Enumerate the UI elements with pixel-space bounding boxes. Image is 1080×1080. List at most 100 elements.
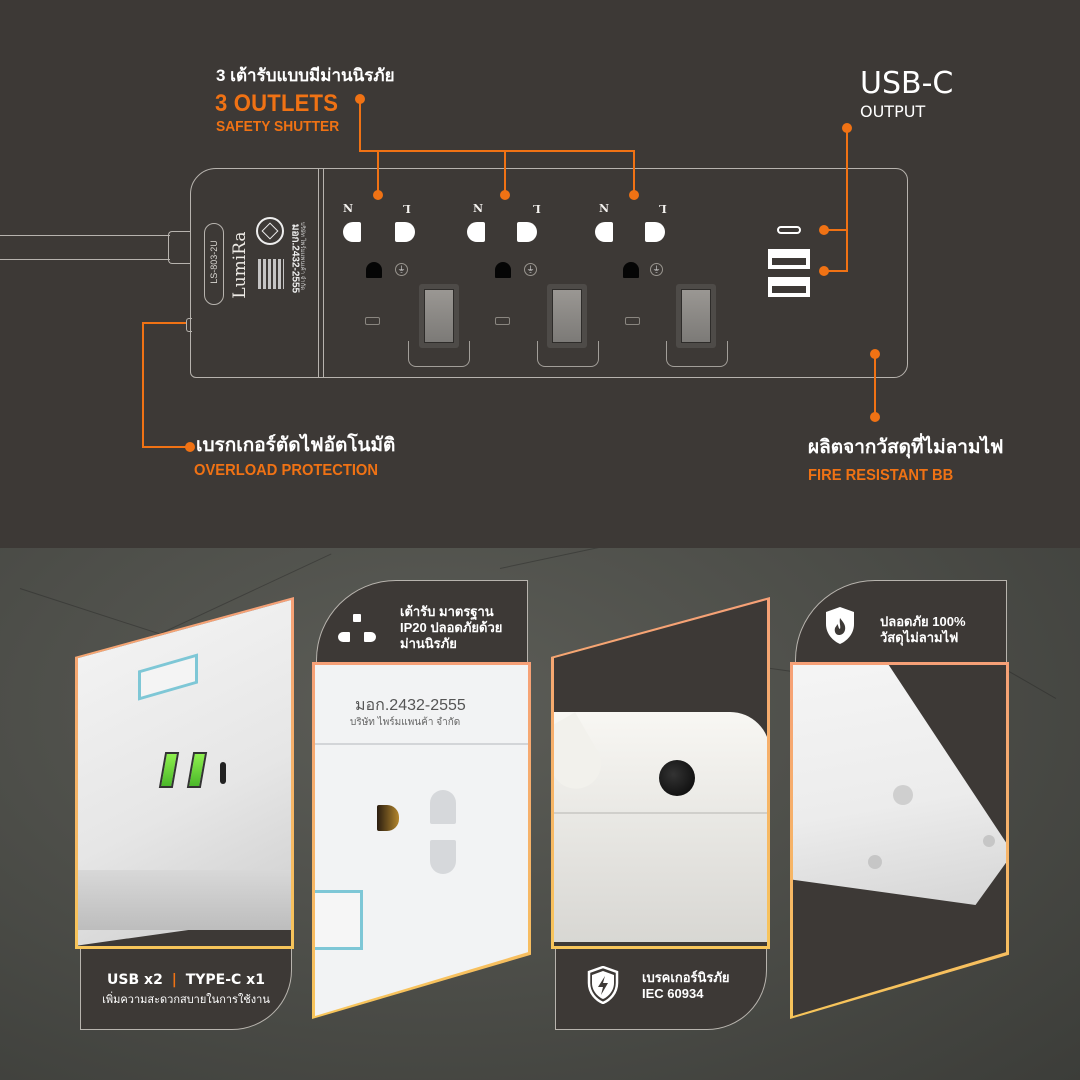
ground-symbol-icon: ⏚ (524, 263, 537, 276)
neutral-label: N (473, 202, 484, 215)
power-strip-outline (190, 168, 908, 378)
model-badge (204, 223, 224, 305)
ground-hole-icon (623, 262, 639, 278)
callout-line (142, 322, 144, 448)
usb-a-port-1-icon (768, 249, 810, 269)
model-text: LS-803-2U (209, 240, 219, 284)
top-feature-diagram: LS-803-2U LumiRa มอก.2432-2555 บริษัท ไพ… (0, 66, 1004, 484)
callout-dot (185, 442, 195, 452)
switch-3[interactable] (676, 284, 716, 348)
usb-c-port-icon (777, 226, 801, 234)
cord-collar (168, 231, 190, 264)
usb-caption-thai: เพิ่มความสะดวกสบายในการใช้งาน (102, 994, 270, 1006)
panel-4-photo-frame (790, 662, 1009, 1019)
panel-1-photo-frame (75, 597, 294, 949)
neutral-label: N (343, 202, 354, 215)
ground-hole-icon (366, 262, 382, 278)
usb-c-title: USB-C (860, 66, 954, 101)
panel-3-photo-frame (551, 597, 770, 949)
end-cap-labels: LS-803-2U LumiRa มอก.2432-2555 บริษัท ไพ… (198, 215, 308, 325)
breaker-nub (186, 318, 192, 332)
switch-1-tray (408, 341, 470, 367)
callout-dot (500, 190, 510, 200)
caption-line: ม่านนิรภัย (400, 636, 457, 651)
neutral-pin-icon (343, 222, 361, 242)
screw-hole-icon (983, 835, 995, 847)
socket-ground-hole-icon (377, 805, 399, 831)
outlets-thai-title: 3 เต้ารับแบบมีม่านนิรภัย (216, 66, 395, 85)
outlets-subtitle: SAFETY SHUTTER (216, 118, 340, 135)
outlet-1: N L ⏚ (335, 200, 465, 370)
company-text: บริษัท ไพร์มแพนเค้า จำกัด (299, 221, 305, 291)
switch-1[interactable] (419, 284, 459, 348)
photo-standard-text: มอก.2432-2555 (355, 697, 466, 714)
outlet-icon (338, 614, 378, 648)
switch-3-tray (666, 341, 728, 367)
usb-a-port-2-icon (768, 277, 810, 297)
callout-line (377, 150, 379, 195)
switch-2-tray (537, 341, 599, 367)
live-pin-icon (395, 222, 415, 242)
panel-4-caption: ปลอดภัย 100% วัสดุไม่ลามไฟ (880, 614, 966, 646)
panel-3-caption: เบรคเกอร์นิรภัย IEC 60934 (642, 970, 730, 1002)
socket-bottom-hole-icon (430, 840, 456, 874)
ground-hole-icon (495, 262, 511, 278)
indicator-led (625, 317, 640, 325)
ground-symbol-icon: ⏚ (395, 263, 408, 276)
callout-line (142, 446, 188, 448)
switch-edge-photo (315, 890, 363, 950)
tis-certification-icon (256, 217, 284, 245)
caption-line: เบรคเกอร์นิรภัย (642, 970, 730, 985)
outlet-2: N L ⏚ (465, 200, 595, 370)
usb-count: USB x2 (107, 972, 163, 988)
caption-line: IP20 ปลอดภัยด้วย (400, 620, 503, 635)
caption-separator: | (171, 972, 177, 988)
caption-line: วัสดุไม่ลามไฟ (880, 630, 959, 645)
callout-line (359, 99, 361, 151)
fire-subtitle: FIRE RESISTANT BB (808, 467, 954, 484)
live-label: L (659, 202, 667, 215)
callout-line (846, 128, 848, 271)
neutral-label: N (599, 202, 610, 215)
neutral-pin-icon (467, 222, 485, 242)
callout-dot (373, 190, 383, 200)
callout-line (359, 150, 379, 152)
usb-c-port-photo-icon (220, 762, 226, 784)
callout-line (874, 354, 876, 416)
shield-flame-icon (824, 606, 856, 646)
live-pin-icon (645, 222, 665, 242)
socket-top-hole-icon (430, 790, 456, 824)
panel-2-caption-card (316, 580, 528, 670)
keyhole-mount-icon (893, 785, 913, 805)
callout-line (142, 322, 186, 324)
strip-end-cap-divider (318, 169, 324, 377)
type-c-count: TYPE-C x1 (185, 972, 265, 988)
caption-line: ปลอดภัย 100% (880, 614, 966, 629)
callout-line (824, 229, 848, 231)
brand-logo: LumiRa (230, 231, 250, 299)
breaker-reset-button-icon (659, 760, 695, 796)
usb-c-subtitle: OUTPUT (860, 102, 926, 121)
neutral-pin-icon (595, 222, 613, 242)
callout-line (377, 150, 635, 152)
overload-thai-title: เบรกเกอร์ตัดไฟอัตโนมัติ (196, 435, 396, 456)
photo-company-text: บริษัท ไพร์มแพนค้า จำกัด (350, 717, 461, 728)
overload-subtitle: OVERLOAD PROTECTION (194, 462, 379, 479)
screw-hole-icon (868, 855, 882, 869)
fire-thai-title: ผลิตจากวัสดุที่ไม่ลามไฟ (808, 437, 1004, 458)
indicator-led (495, 317, 510, 325)
callout-line (824, 270, 848, 272)
switch-2[interactable] (547, 284, 587, 348)
live-label: L (403, 202, 411, 215)
caption-line: IEC 60934 (642, 986, 704, 1001)
shield-bolt-icon (587, 965, 619, 1005)
callout-line (633, 150, 635, 195)
callout-dot (819, 266, 829, 276)
outlet-3: N L ⏚ (595, 200, 725, 370)
live-label: L (533, 202, 541, 215)
live-pin-icon (517, 222, 537, 242)
callout-dot (629, 190, 639, 200)
callout-line (504, 150, 506, 195)
qr-code (258, 259, 284, 289)
ground-symbol-icon: ⏚ (650, 263, 663, 276)
